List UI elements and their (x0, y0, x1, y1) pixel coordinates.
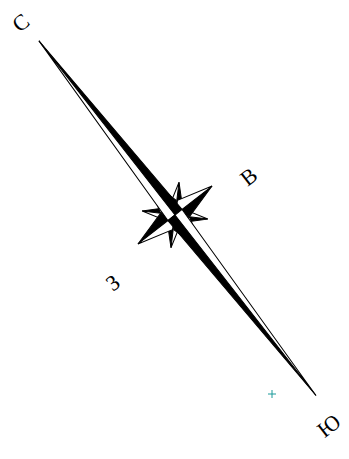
direction-label: Ю (313, 410, 344, 441)
cross-mark (268, 390, 276, 398)
direction-label: С (8, 10, 33, 36)
direction-label: З (102, 271, 124, 295)
direction-label: В (236, 164, 261, 190)
